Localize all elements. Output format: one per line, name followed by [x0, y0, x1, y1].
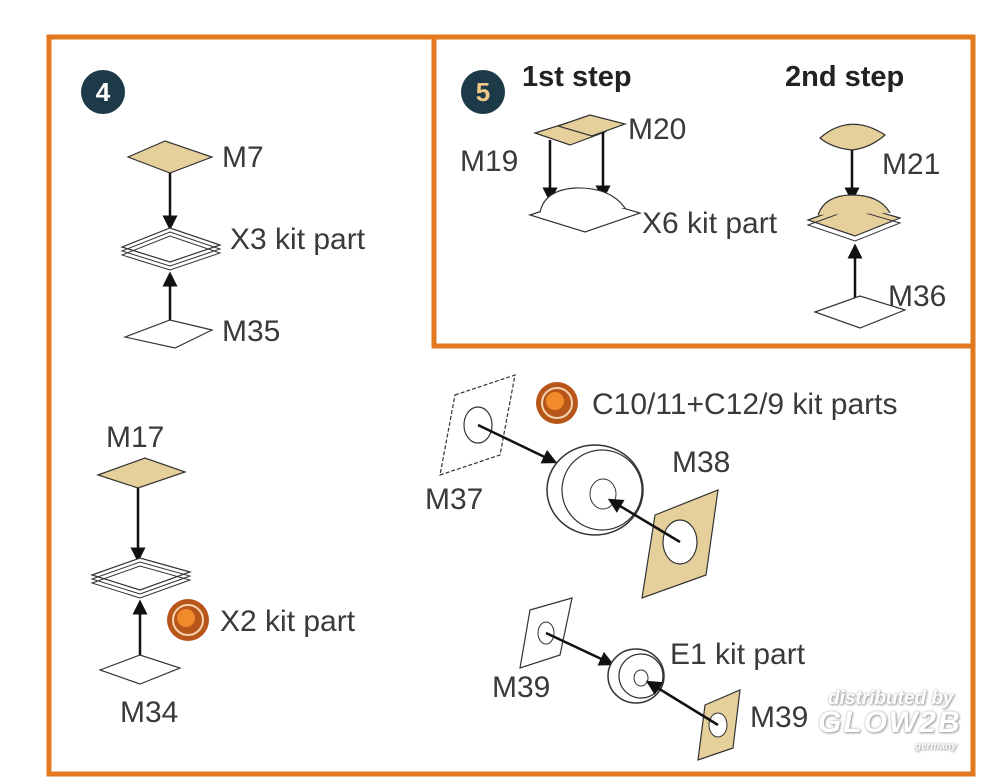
label-x6: X6 kit part [642, 207, 778, 240]
label-m17: M17 [106, 421, 165, 454]
part-m17 [96, 457, 187, 489]
watermark-logo: GLOW2B [818, 706, 962, 739]
wheel-c10-c12 [546, 444, 644, 536]
arrow [645, 680, 719, 727]
part-m20-m19 [533, 114, 628, 146]
step-4-badge: 4 [81, 70, 125, 114]
label-m7: M7 [222, 141, 264, 174]
step-5-badge: 5 [461, 70, 505, 114]
part-m37 [439, 374, 516, 476]
part-m38 [641, 489, 719, 599]
outer-frame [46, 34, 976, 777]
part-x2 [90, 557, 192, 599]
label-m39-back: M39 [750, 701, 809, 734]
step5-frame [431, 37, 973, 349]
label-m37: M37 [425, 483, 484, 516]
label-x3: X3 kit part [230, 223, 366, 256]
arrow [545, 631, 615, 666]
label-e1: E1 kit part [670, 638, 806, 671]
label-m38: M38 [672, 446, 731, 479]
label-m19: M19 [460, 145, 519, 178]
part-m39-back [697, 689, 741, 761]
part-x6 [528, 187, 642, 233]
wheel-e1 [607, 648, 665, 704]
watermark-line1: distributed by [828, 688, 954, 709]
second-step-heading: 2nd step [785, 61, 905, 93]
part-m21 [819, 123, 886, 151]
arrow [477, 423, 558, 464]
part-x3 [120, 227, 222, 271]
label-x2: X2 kit part [220, 605, 356, 638]
part-x6-assembled [806, 194, 902, 242]
label-m36: M36 [888, 280, 947, 313]
label-m35: M35 [222, 315, 281, 348]
first-step-heading: 1st step [522, 61, 632, 93]
watermark-line3: germany [915, 741, 957, 752]
label-c10-c12: C10/11+C12/9 kit parts [592, 388, 898, 421]
arrow [607, 498, 681, 544]
label-m39-front: M39 [492, 671, 551, 704]
part-m34 [98, 654, 182, 685]
label-m34: M34 [120, 696, 179, 729]
repeat-x2-icon [536, 382, 578, 424]
label-m20: M20 [628, 113, 687, 146]
part-m35 [122, 319, 214, 349]
part-m36 [813, 295, 907, 329]
repeat-x2-icon [167, 599, 209, 641]
label-m21: M21 [882, 148, 941, 181]
part-m7 [126, 140, 214, 174]
